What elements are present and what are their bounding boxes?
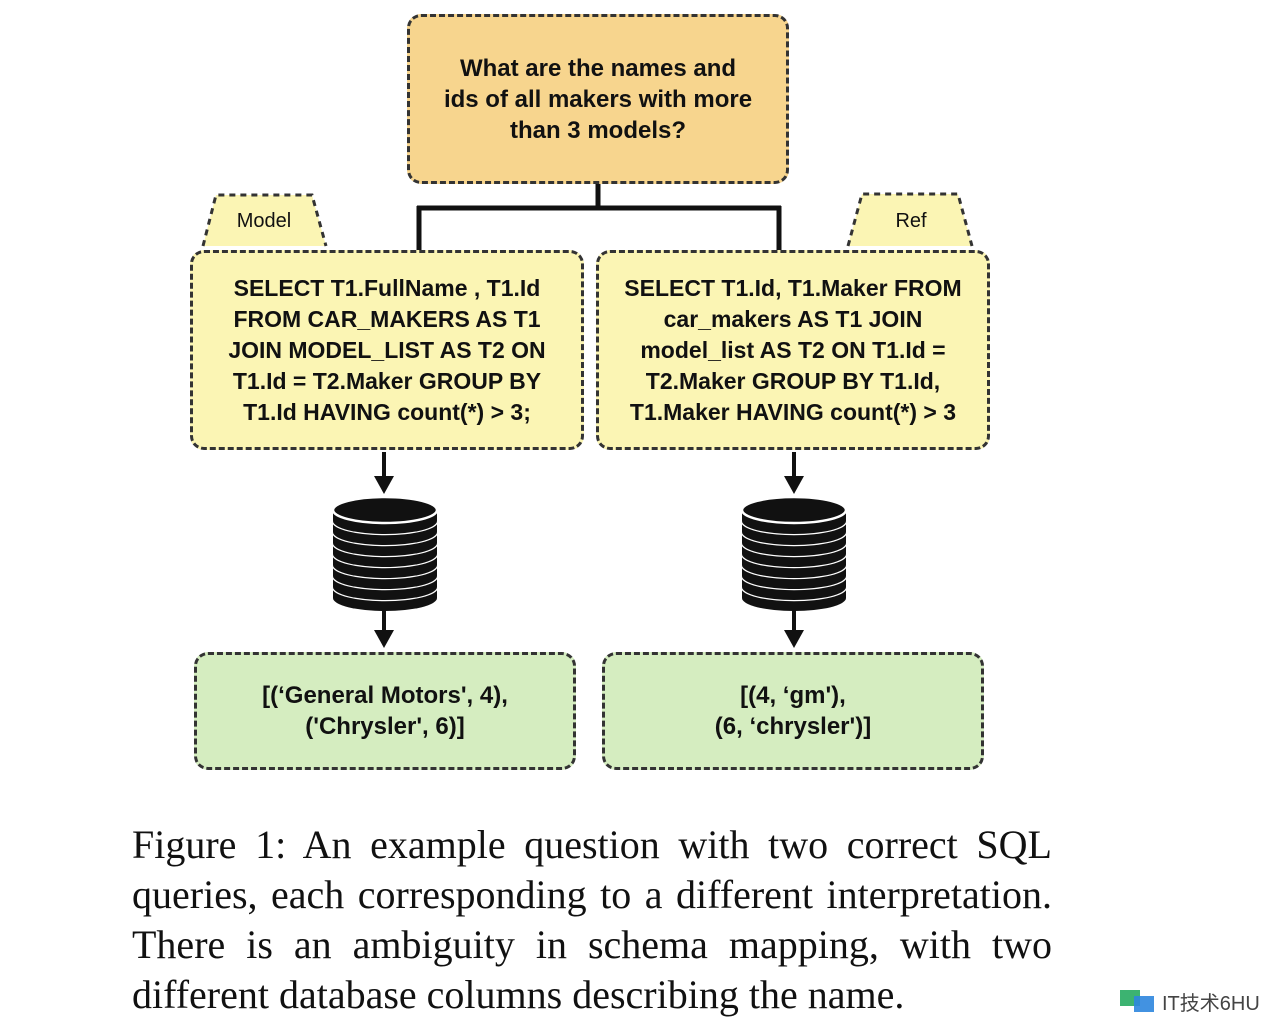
database-icon xyxy=(331,495,439,611)
arrow-down-icon xyxy=(784,606,804,648)
figure-caption: Figure 1: An example question with two c… xyxy=(132,822,1052,1017)
ref-tab-label: Ref xyxy=(895,210,927,232)
ref-sql-text: SELECT T1.Id, T1.Maker FROM car_makers A… xyxy=(624,274,962,425)
model-result-box: [(‘General Motors', 4), ('Chrysler', 6)] xyxy=(194,652,576,770)
watermark: IT技术6HU xyxy=(1120,986,1260,1016)
arrow-down-icon xyxy=(374,452,394,494)
model-sql-text: SELECT T1.FullName , T1.Id FROM CAR_MAKE… xyxy=(228,274,546,425)
ref-tab xyxy=(846,192,974,247)
question-text: What are the names and ids of all makers… xyxy=(443,54,753,144)
model-tab-label: Model xyxy=(236,210,292,232)
ref-result-box: [(4, ‘gm'), (6, ‘chrysler')] xyxy=(602,652,984,770)
watermark-logo-icon xyxy=(1120,990,1154,1012)
model-result-text: [(‘General Motors', 4), ('Chrysler', 6)] xyxy=(262,682,508,740)
arrow-down-icon xyxy=(784,452,804,494)
watermark-text: IT技术6HU xyxy=(1162,992,1260,1015)
ref-result-text: [(4, ‘gm'), (6, ‘chrysler')] xyxy=(714,682,872,740)
ref-sql-box: SELECT T1.Id, T1.Maker FROM car_makers A… xyxy=(596,250,990,450)
question-box: What are the names and ids of all makers… xyxy=(407,14,789,184)
database-icon xyxy=(740,495,848,611)
model-tab xyxy=(201,193,328,247)
model-sql-box: SELECT T1.FullName , T1.Id FROM CAR_MAKE… xyxy=(190,250,584,450)
arrow-down-icon xyxy=(374,606,394,648)
